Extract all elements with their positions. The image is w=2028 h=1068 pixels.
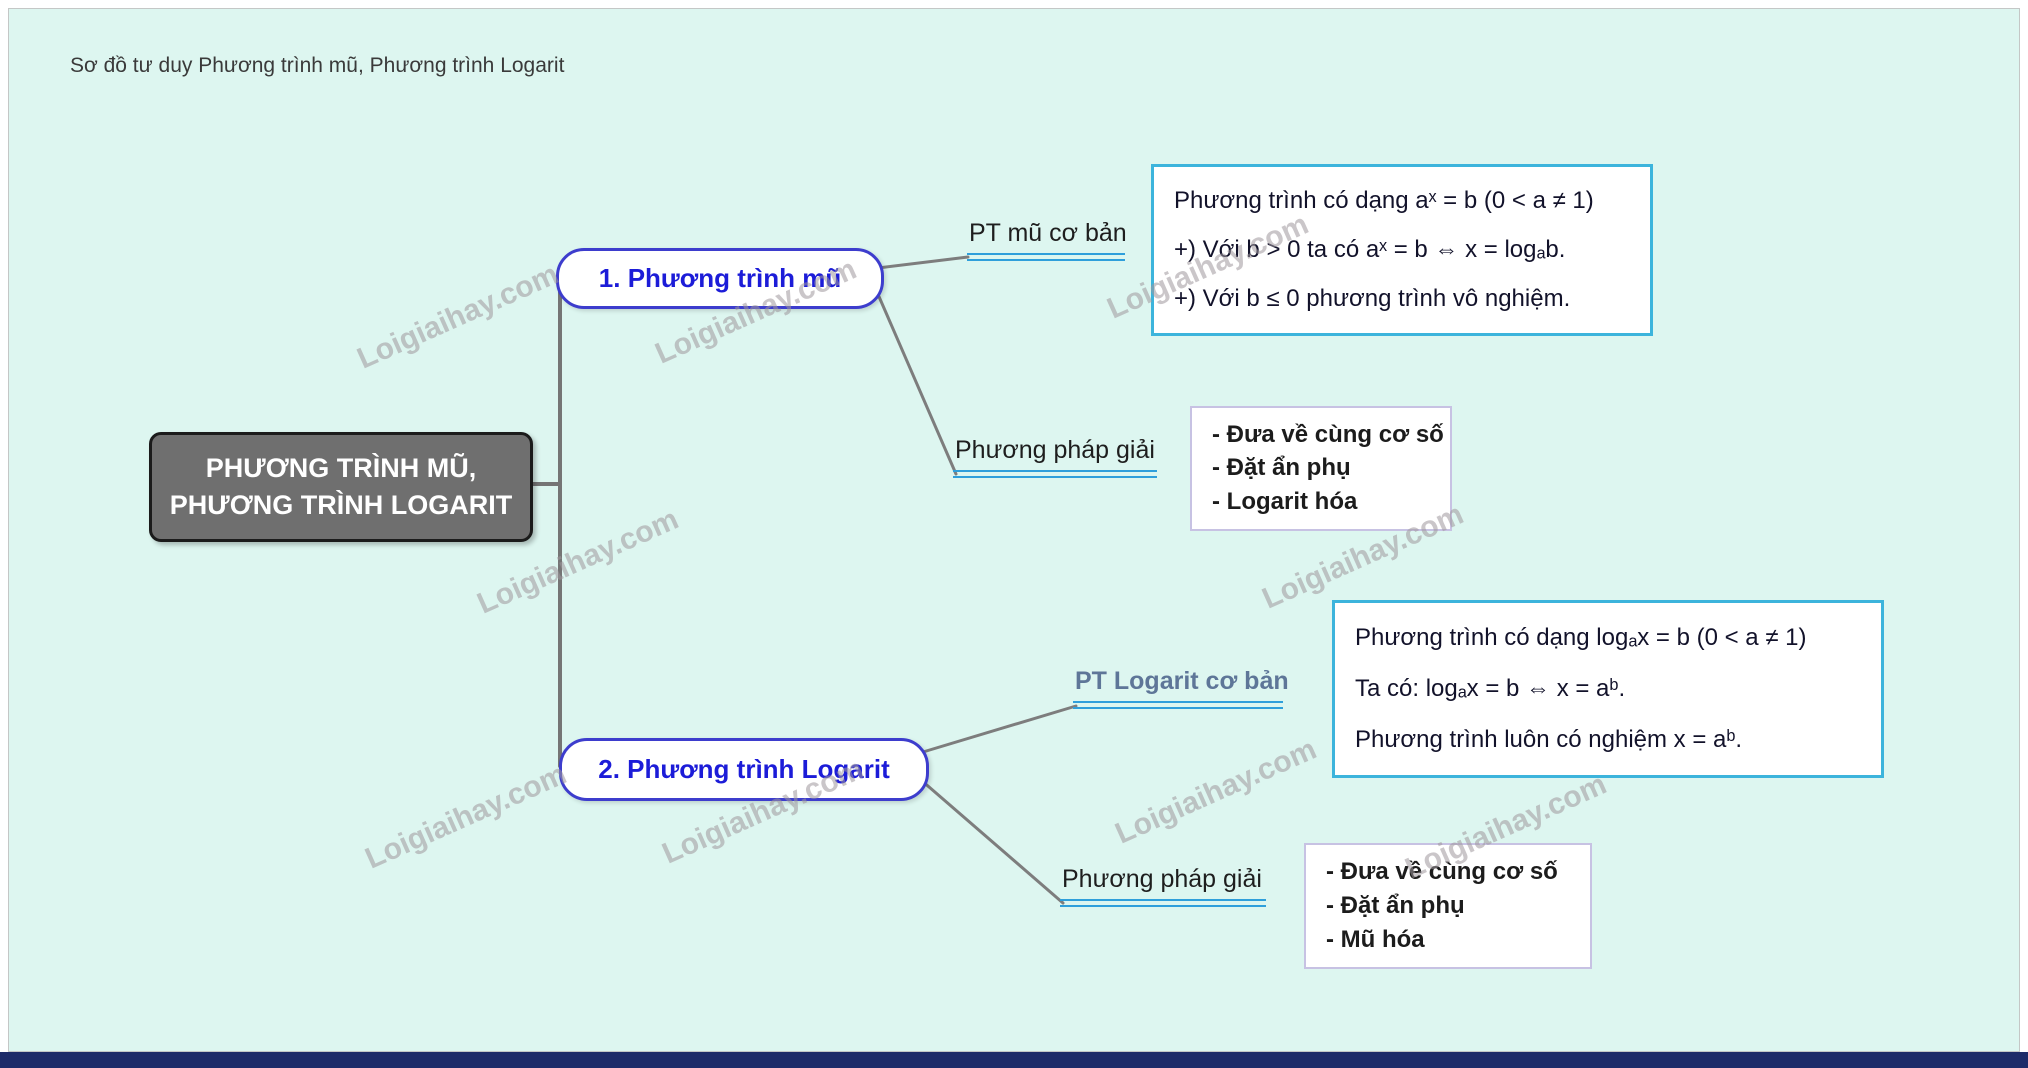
branch-exponential-node: 1. Phương trình mũ [556,248,884,309]
exp-method-line-3: - Logarit hóa [1212,488,1358,516]
root-node-line2: PHƯƠNG TRÌNH LOGARIT [169,490,513,520]
log-method-line-1: - Đưa về cùng cơ số [1326,858,1558,885]
exp-basic-label: PT mũ cơ bản [967,219,1127,261]
exp-basic-detail-box: Phương trình có dạng aˣ = b (0 < a ≠ 1) … [1151,164,1653,336]
page-title: Sơ đồ tư duy Phương trình mũ, Phương trì… [70,54,565,77]
branch-exponential-label: 1. Phương trình mũ [598,263,842,293]
log-method-line-3: - Mũ hóa [1326,926,1425,953]
exp-basic-underline [967,253,1125,261]
exp-method-detail-box: - Đưa về cùng cơ số - Đặt ẩn phụ - Logar… [1190,406,1452,531]
exp-method-underline [953,470,1157,478]
footer-bar [0,1052,2028,1068]
log-method-label: Phương pháp giải [1060,865,1266,907]
root-node: PHƯƠNG TRÌNH MŨ, PHƯƠNG TRÌNH LOGARIT [149,432,533,542]
log-basic-line-2: Ta có: logₐx = b ⇔ x = aᵇ. [1355,674,1626,702]
branch-logarit-node: 2. Phương trình Logarit [559,738,929,801]
exp-method-label: Phương pháp giải [953,436,1157,478]
log-basic-underline [1073,701,1283,709]
root-node-line1: PHƯƠNG TRÌNH MŨ, [205,453,477,483]
exp-method-label-text: Phương pháp giải [955,436,1155,464]
log-method-detail-box: - Đưa về cùng cơ số - Đặt ẩn phụ - Mũ hó… [1304,843,1592,969]
branch-logarit-label: 2. Phương trình Logarit [598,754,890,784]
exp-basic-line-3: +) Với b ≤ 0 phương trình vô nghiệm. [1174,284,1571,312]
exp-basic-label-text: PT mũ cơ bản [969,219,1127,247]
log-basic-label: PT Logarit cơ bản [1073,667,1289,709]
exp-method-line-2: - Đặt ẩn phụ [1212,454,1351,482]
log-method-underline [1060,899,1266,907]
log-method-line-2: - Đặt ẩn phụ [1326,892,1465,919]
log-basic-detail-box: Phương trình có dạng logₐx = b (0 < a ≠ … [1332,600,1884,778]
exp-basic-line-2: +) Với b > 0 ta có aˣ = b ⇔ x = logₐb. [1174,235,1566,263]
log-method-label-text: Phương pháp giải [1062,865,1262,893]
exp-basic-line-1: Phương trình có dạng aˣ = b (0 < a ≠ 1) [1174,187,1594,215]
exp-method-line-1: - Đưa về cùng cơ số [1212,420,1444,448]
log-basic-label-text: PT Logarit cơ bản [1075,667,1289,695]
log-basic-line-3: Phương trình luôn có nghiệm x = aᵇ. [1355,725,1743,753]
log-basic-line-1: Phương trình có dạng logₐx = b (0 < a ≠ … [1355,624,1807,652]
